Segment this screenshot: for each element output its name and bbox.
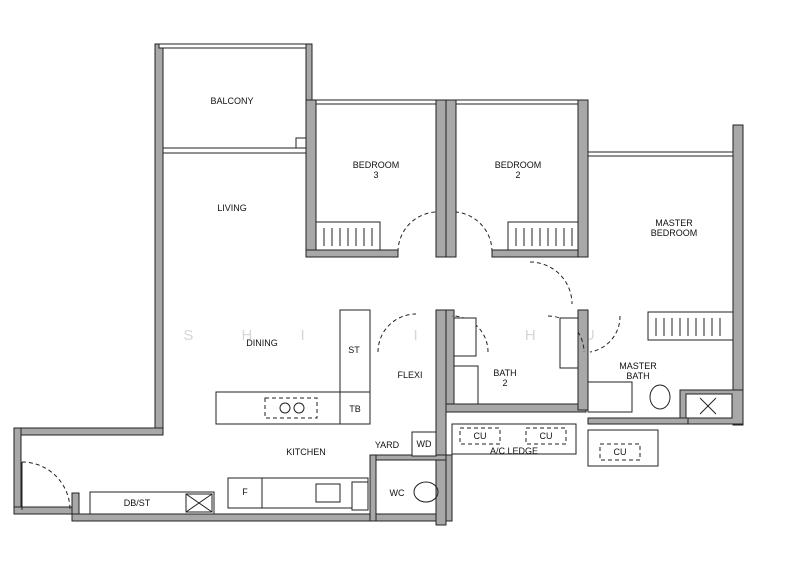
label-master-bath-line2: BATH <box>626 371 649 381</box>
label-wd: WD <box>417 439 432 449</box>
label-master-bedroom-line2: BEDROOM <box>651 228 698 238</box>
kitchen-fixtures <box>89 391 437 515</box>
label-cu-1: CU <box>474 431 487 441</box>
label-bedroom3-line1: BEDROOM <box>353 160 400 170</box>
bath-fixtures <box>351 317 733 511</box>
label-st: ST <box>348 345 360 355</box>
label-ac-ledge: A/C LEDGE <box>490 446 538 456</box>
label-bedroom2-line2: 2 <box>515 170 520 180</box>
label-flexi: FLEXI <box>397 370 422 380</box>
sliding-door <box>162 147 307 154</box>
label-tb: TB <box>349 404 361 414</box>
label-master-bath-line1: MASTER <box>619 361 657 371</box>
label-bath2-line2: 2 <box>502 378 507 388</box>
interior-walls <box>339 309 689 526</box>
label-cu-3: CU <box>614 447 627 457</box>
wardrobes <box>315 221 734 341</box>
label-wc: WC <box>390 488 405 498</box>
label-kitchen: KITCHEN <box>286 447 326 457</box>
label-bath2-line1: BATH <box>493 368 516 378</box>
label-db-st: DB/ST <box>124 498 151 508</box>
label-dining: DINING <box>246 338 278 348</box>
label-master-bedroom-line1: MASTER <box>655 218 693 228</box>
label-balcony: BALCONY <box>210 96 253 106</box>
watermark: S H I M I N H U <box>183 327 616 344</box>
label-cu-2: CU <box>540 431 553 441</box>
label-fridge: F <box>242 487 248 497</box>
label-yard: YARD <box>375 440 400 450</box>
room-labels: BALCONY LIVING BEDROOM 3 BEDROOM 2 MASTE… <box>124 96 698 508</box>
label-living: LIVING <box>217 203 247 213</box>
ac-ledge <box>451 423 659 467</box>
label-bedroom2-line1: BEDROOM <box>495 160 542 170</box>
label-bedroom3-line2: 3 <box>373 170 378 180</box>
